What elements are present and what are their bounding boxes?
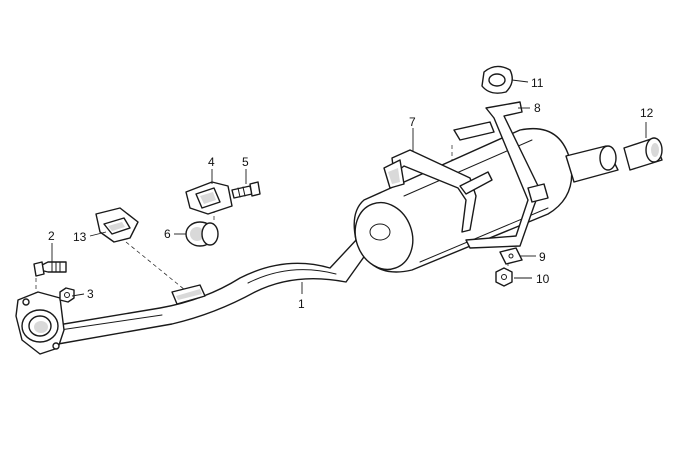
callout-6: 6 xyxy=(164,227,171,241)
callout-4: 4 xyxy=(208,155,215,169)
callout-1: 1 xyxy=(298,297,305,311)
callout-2: 2 xyxy=(48,229,55,243)
callout-8: 8 xyxy=(534,101,541,115)
callout-9: 9 xyxy=(539,250,546,264)
callout-12: 12 xyxy=(640,106,654,120)
flange-bolt xyxy=(33,261,67,277)
rubber-ring xyxy=(185,221,219,247)
rubber-holder xyxy=(185,181,233,215)
rear-muffler xyxy=(353,128,619,273)
strap-nut xyxy=(495,267,513,287)
callout-leaders xyxy=(51,79,647,297)
flange-nut xyxy=(59,287,75,303)
callout-5: 5 xyxy=(242,155,249,169)
strap-clip xyxy=(499,247,523,265)
callout-11: 11 xyxy=(531,76,544,90)
callout-3: 3 xyxy=(87,287,94,301)
tail-pipe-trim xyxy=(623,137,663,171)
callout-13: 13 xyxy=(73,230,87,244)
callout-labels: 1 2 3 4 5 6 7 8 9 10 11 12 13 xyxy=(48,76,654,311)
muffler-strap-front xyxy=(383,149,493,233)
pipe-flange xyxy=(15,291,65,355)
holder-screw xyxy=(231,181,261,199)
muffler-strap-rear xyxy=(453,101,549,249)
gasket-ring xyxy=(481,65,513,94)
pipe-bracket xyxy=(95,207,139,243)
callout-10: 10 xyxy=(536,272,550,286)
callout-7: 7 xyxy=(409,115,416,129)
